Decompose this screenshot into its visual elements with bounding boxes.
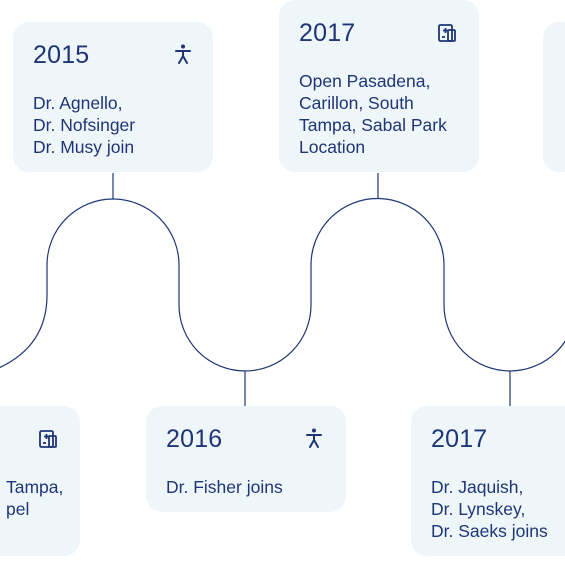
milestone-card-2017-top: 2017 Open Pasadena, Carillon, South Tamp… (279, 0, 479, 172)
milestone-year: 2017 (299, 19, 356, 47)
milestone-year: 2015 (33, 41, 90, 69)
milestone-year: 2017 (431, 425, 488, 453)
wave-path (0, 197, 565, 372)
milestone-card-partial-left: Tampa, pel (0, 406, 80, 556)
milestone-card-2015: 2015 Dr. Agnello, Dr. Nofsinger Dr. Musy… (13, 22, 213, 172)
milestone-card-2017-bottom: 2017 Dr. Jaquish, Dr. Lynskey, Dr. Saeks… (411, 406, 565, 556)
milestone-text: Dr. Fisher joins (166, 477, 283, 497)
person-icon (175, 44, 191, 64)
hospital-icon (438, 24, 456, 42)
milestone-text: Open Pasadena, Carillon, South Tampa, Sa… (299, 71, 447, 157)
person-icon (306, 428, 322, 448)
milestone-text: Dr. Agnello, Dr. Nofsinger Dr. Musy join (33, 93, 136, 157)
milestone-text: Tampa, pel (6, 477, 64, 519)
milestone-text: Dr. Jaquish, Dr. Lynskey, Dr. Saeks join… (431, 477, 548, 541)
milestone-card-2016: 2016 Dr. Fisher joins (146, 406, 346, 512)
hospital-icon (39, 430, 57, 448)
milestone-year: 2016 (166, 425, 223, 453)
milestone-card-partial-right (543, 22, 565, 172)
